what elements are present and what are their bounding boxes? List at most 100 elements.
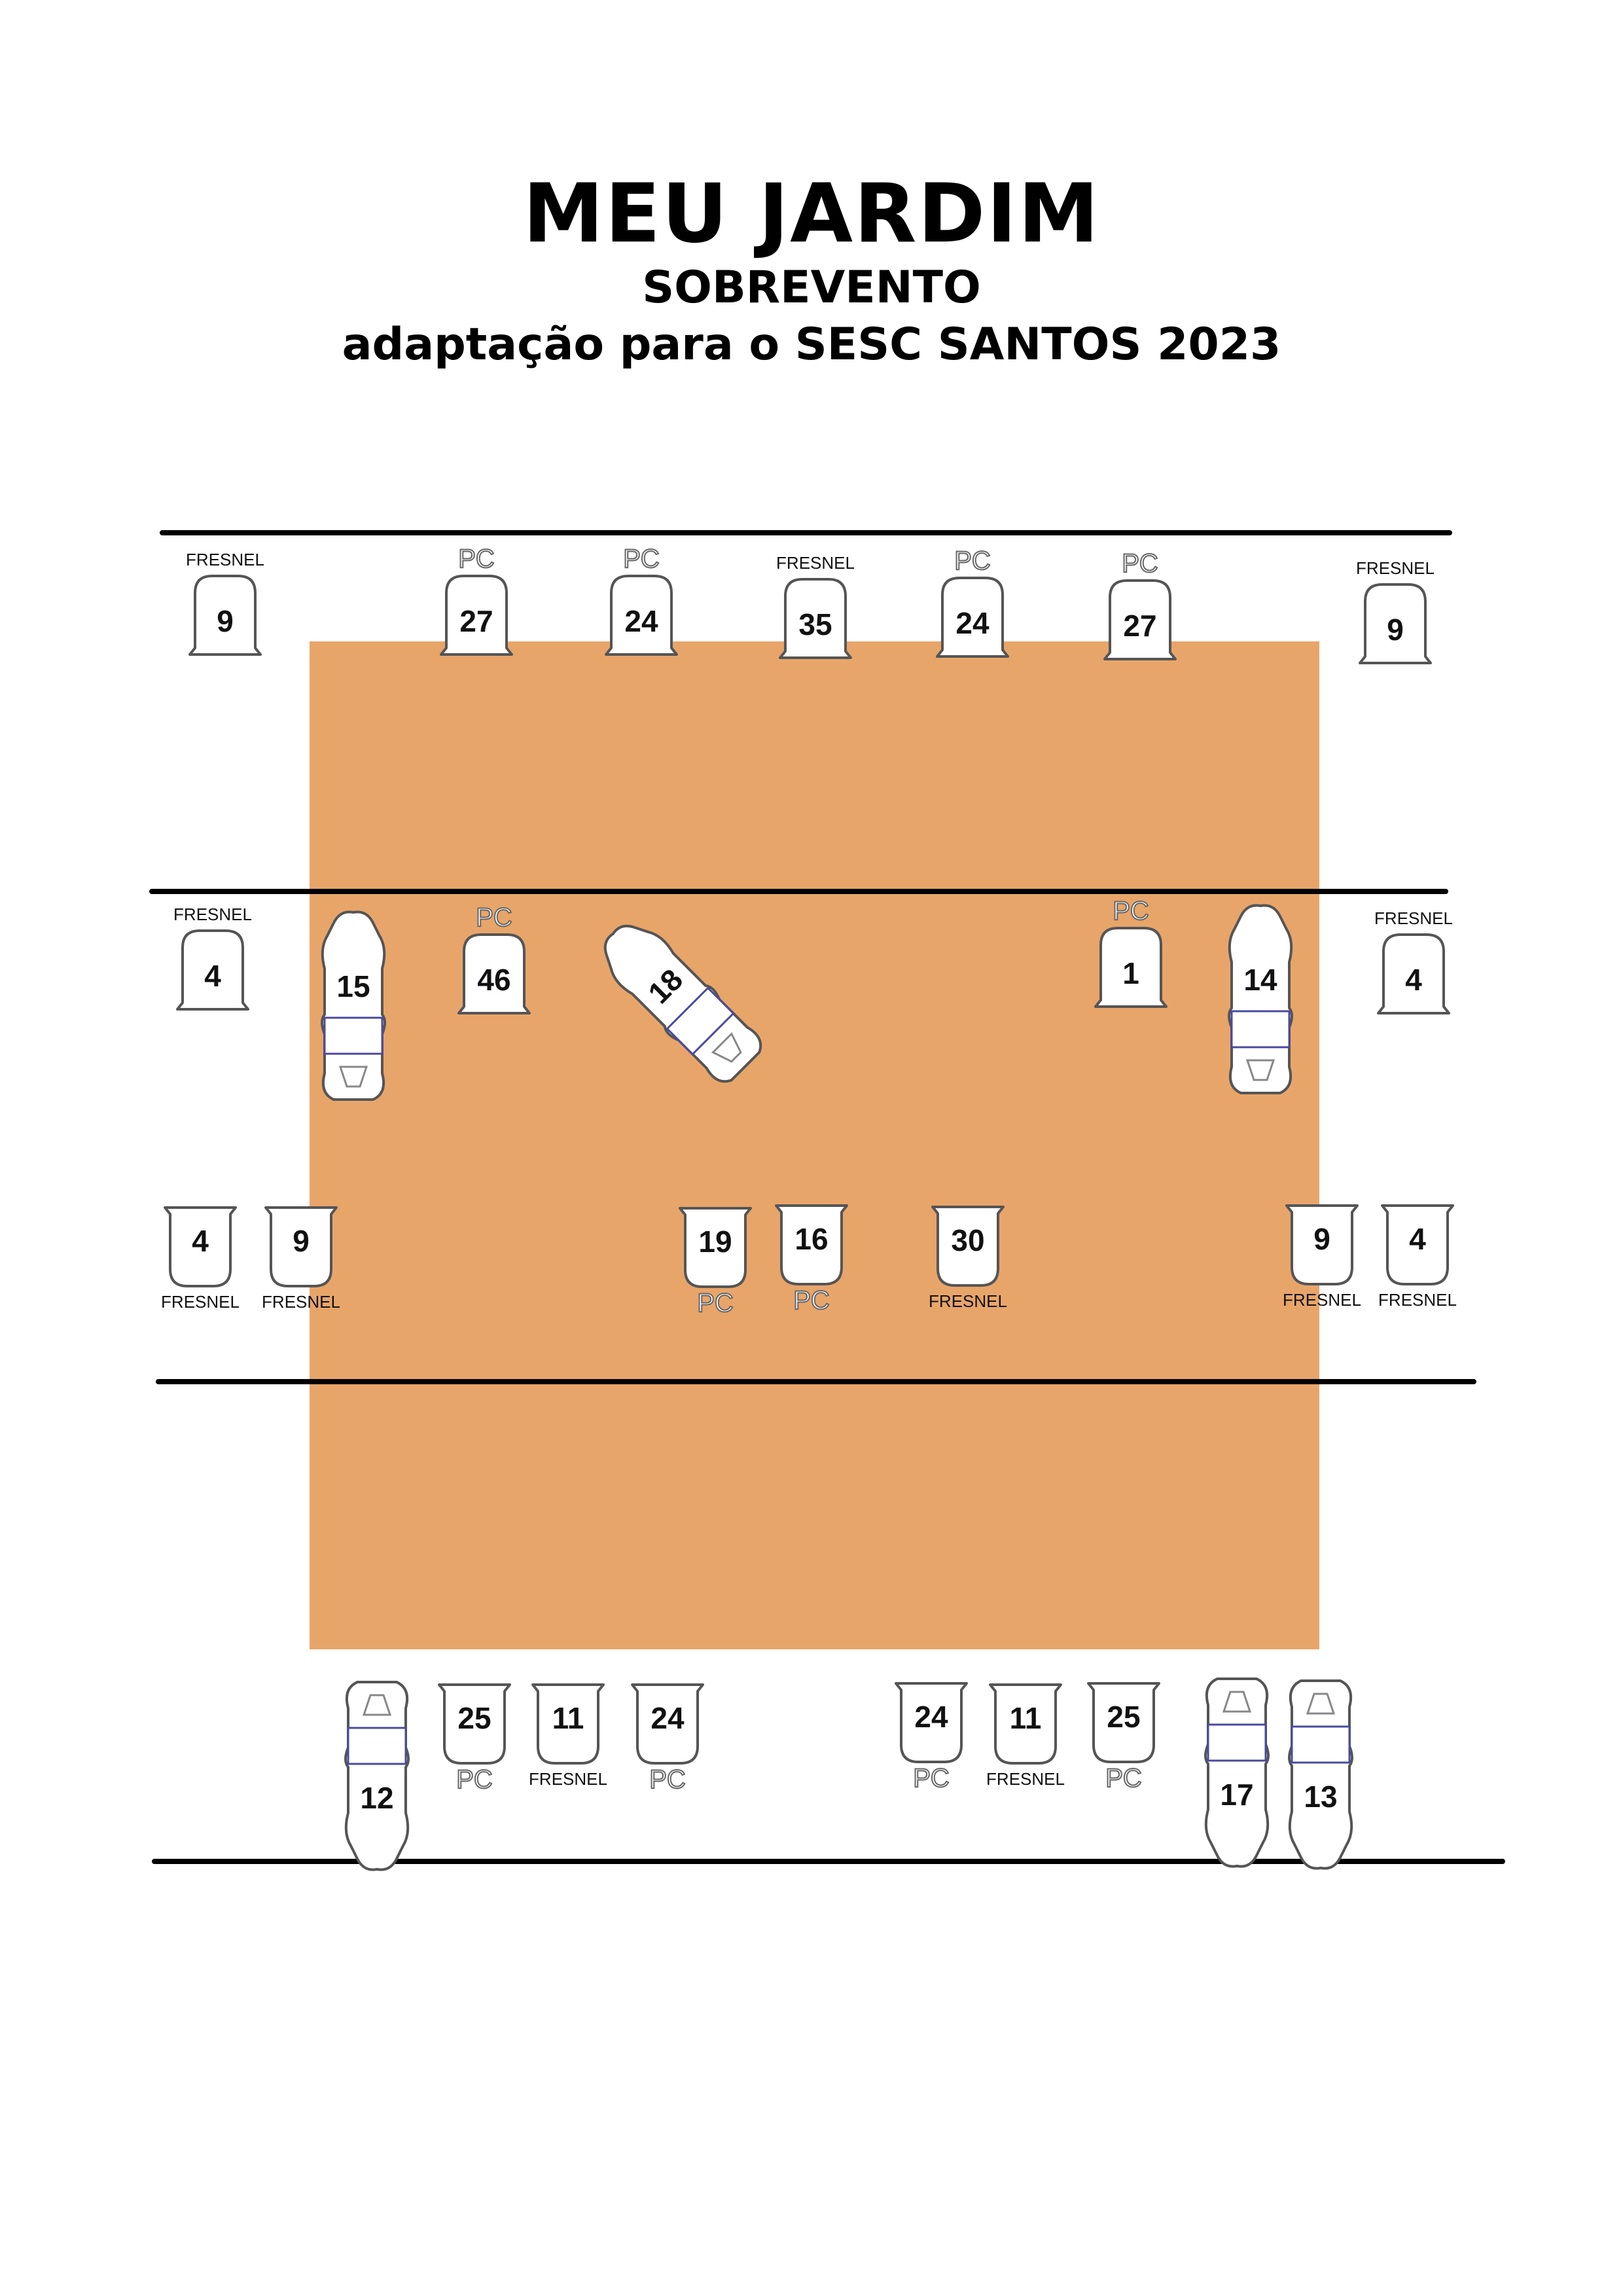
fresnel-icon xyxy=(176,929,249,1011)
fixture-channel: 15 xyxy=(336,969,370,1003)
fixture-channel: 25 xyxy=(1107,1700,1141,1734)
pc-icon xyxy=(1087,1682,1160,1763)
fixture-channel: 9 xyxy=(1387,613,1404,647)
fresnel-icon xyxy=(779,578,852,659)
fixture-pc[interactable]: 24 PC xyxy=(596,530,687,661)
pc-icon xyxy=(438,1683,511,1765)
fixture-type-label: FRESNEL xyxy=(1356,558,1435,578)
fixture-type-label: FRESNEL xyxy=(776,553,855,573)
fixture-channel: 11 xyxy=(1009,1701,1042,1735)
pc-icon xyxy=(1094,927,1168,1008)
fixture-fresnel[interactable]: 9 FRESNEL xyxy=(179,530,271,661)
pc-icon xyxy=(775,1204,848,1285)
fixture-channel: 27 xyxy=(459,604,493,638)
rail-4-bar xyxy=(152,1859,1505,1864)
fixture-pc[interactable]: 27 PC xyxy=(431,530,522,661)
fixture-type-label: FRESNEL xyxy=(1378,1290,1457,1310)
fixture-pc[interactable]: 1 PC xyxy=(1085,882,1177,1013)
fixture-ellipsoidal[interactable]: 17 xyxy=(1198,1672,1276,1869)
fixture-type-label: FRESNEL xyxy=(186,550,264,569)
fixture-fresnel[interactable]: 9 FRESNEL xyxy=(1349,539,1441,670)
fresnel-icon xyxy=(931,1206,1005,1287)
fixture-channel: 4 xyxy=(1409,1222,1426,1256)
fixture-channel: 30 xyxy=(951,1223,985,1257)
fixture-type-label: PC xyxy=(1105,1763,1143,1793)
fixture-channel: 4 xyxy=(192,1224,209,1258)
pc-icon xyxy=(895,1682,968,1763)
fixture-ellipsoidal[interactable]: 12 xyxy=(338,1676,416,1872)
fixture-type-label: FRESNEL xyxy=(1374,908,1453,928)
fixture-type-label: PC xyxy=(1112,896,1150,926)
fixture-fresnel[interactable]: 4 FRESNEL xyxy=(167,885,259,1016)
fresnel-icon xyxy=(1359,583,1432,664)
fixture-type-label: PC xyxy=(622,544,660,574)
pc-icon xyxy=(440,575,513,656)
fixture-channel: 25 xyxy=(457,1701,491,1735)
rail-2-bar xyxy=(149,889,1448,894)
fixture-channel: 16 xyxy=(794,1222,829,1256)
fixture-channel: 1 xyxy=(1122,956,1139,990)
fixture-type-label: PC xyxy=(954,546,991,576)
fixture-channel: 14 xyxy=(1243,963,1277,997)
fixture-type-label: PC xyxy=(1121,548,1159,579)
fixture-channel: 9 xyxy=(217,604,234,638)
fixture-fresnel[interactable]: 4 FRESNEL xyxy=(1368,889,1459,1020)
fixture-pc[interactable]: 24 PC xyxy=(927,532,1018,663)
pc-icon xyxy=(1103,579,1177,660)
rail-1-bar xyxy=(160,530,1452,535)
fixture-type-label: PC xyxy=(457,544,495,574)
fresnel-icon xyxy=(1285,1204,1359,1285)
fixture-channel: 24 xyxy=(955,606,990,640)
fixture-type-label: FRESNEL xyxy=(929,1291,1007,1311)
fixture-type-label: PC xyxy=(696,1288,734,1318)
fixture-channel: 12 xyxy=(360,1781,394,1815)
fixture-type-label: FRESNEL xyxy=(529,1769,607,1789)
fixture-type-label: FRESNEL xyxy=(262,1292,340,1312)
fixture-channel: 4 xyxy=(204,959,221,993)
pc-icon xyxy=(605,575,678,656)
fresnel-icon xyxy=(1381,1204,1454,1285)
fixture-channel: 24 xyxy=(624,604,658,638)
fresnel-icon xyxy=(531,1683,605,1765)
ellipsoidal-icon xyxy=(1204,1677,1270,1868)
stage-area xyxy=(310,641,1319,1649)
fixture-type-label: PC xyxy=(475,903,513,933)
fixture-channel: 9 xyxy=(1313,1222,1330,1256)
ellipsoidal-icon xyxy=(1228,904,1293,1094)
fresnel-icon xyxy=(188,575,262,656)
fixture-channel: 11 xyxy=(552,1701,584,1735)
fixture-channel: 4 xyxy=(1405,963,1422,997)
fixture-ellipsoidal[interactable]: 15 xyxy=(314,910,393,1106)
page-subtitle: SOBREVENTO xyxy=(642,262,981,314)
ellipsoidal-icon xyxy=(321,910,386,1101)
fixture-type-label: FRESNEL xyxy=(986,1769,1065,1789)
fixture-ellipsoidal[interactable]: 14 xyxy=(1221,903,1300,1100)
fixture-channel: 9 xyxy=(293,1224,310,1258)
fresnel-icon xyxy=(164,1206,237,1287)
ellipsoidal-icon xyxy=(603,924,762,1083)
ellipsoidal-icon xyxy=(1288,1679,1353,1870)
pc-icon xyxy=(631,1683,704,1765)
fixture-type-label: PC xyxy=(793,1285,830,1316)
fixture-type-label: FRESNEL xyxy=(173,905,252,924)
pc-icon xyxy=(936,577,1009,658)
fixture-ellipsoidal[interactable]: 18 xyxy=(584,905,778,1099)
fixture-channel: 24 xyxy=(914,1700,948,1734)
fixture-ellipsoidal[interactable]: 13 xyxy=(1281,1674,1360,1871)
